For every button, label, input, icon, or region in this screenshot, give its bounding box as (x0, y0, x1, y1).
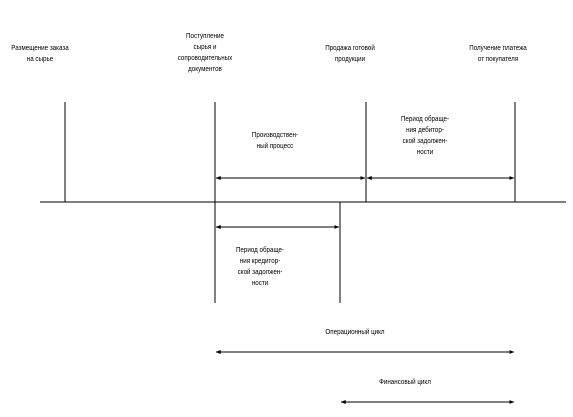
label-receivables-period: Период обраще- ния дебитор- ской задолже… (400, 114, 450, 156)
label-materials-receipt: Поступление сырья и сопроводительных док… (177, 31, 233, 73)
label-production-process: Производствен- ный процесс (251, 130, 299, 150)
label-operating-cycle: Операционный цикл (325, 327, 385, 336)
label-payment-receipt: Получение платежа от покупателя (469, 43, 527, 63)
label-payables-period: Период обраще- ния кредитор- ской задолж… (235, 245, 285, 287)
label-product-sale: Продажа готовой продукции (325, 43, 375, 63)
label-financial-cycle: Финансовый цикл (379, 377, 431, 386)
label-order-placement: Размещение заказа на сырье (11, 43, 69, 63)
